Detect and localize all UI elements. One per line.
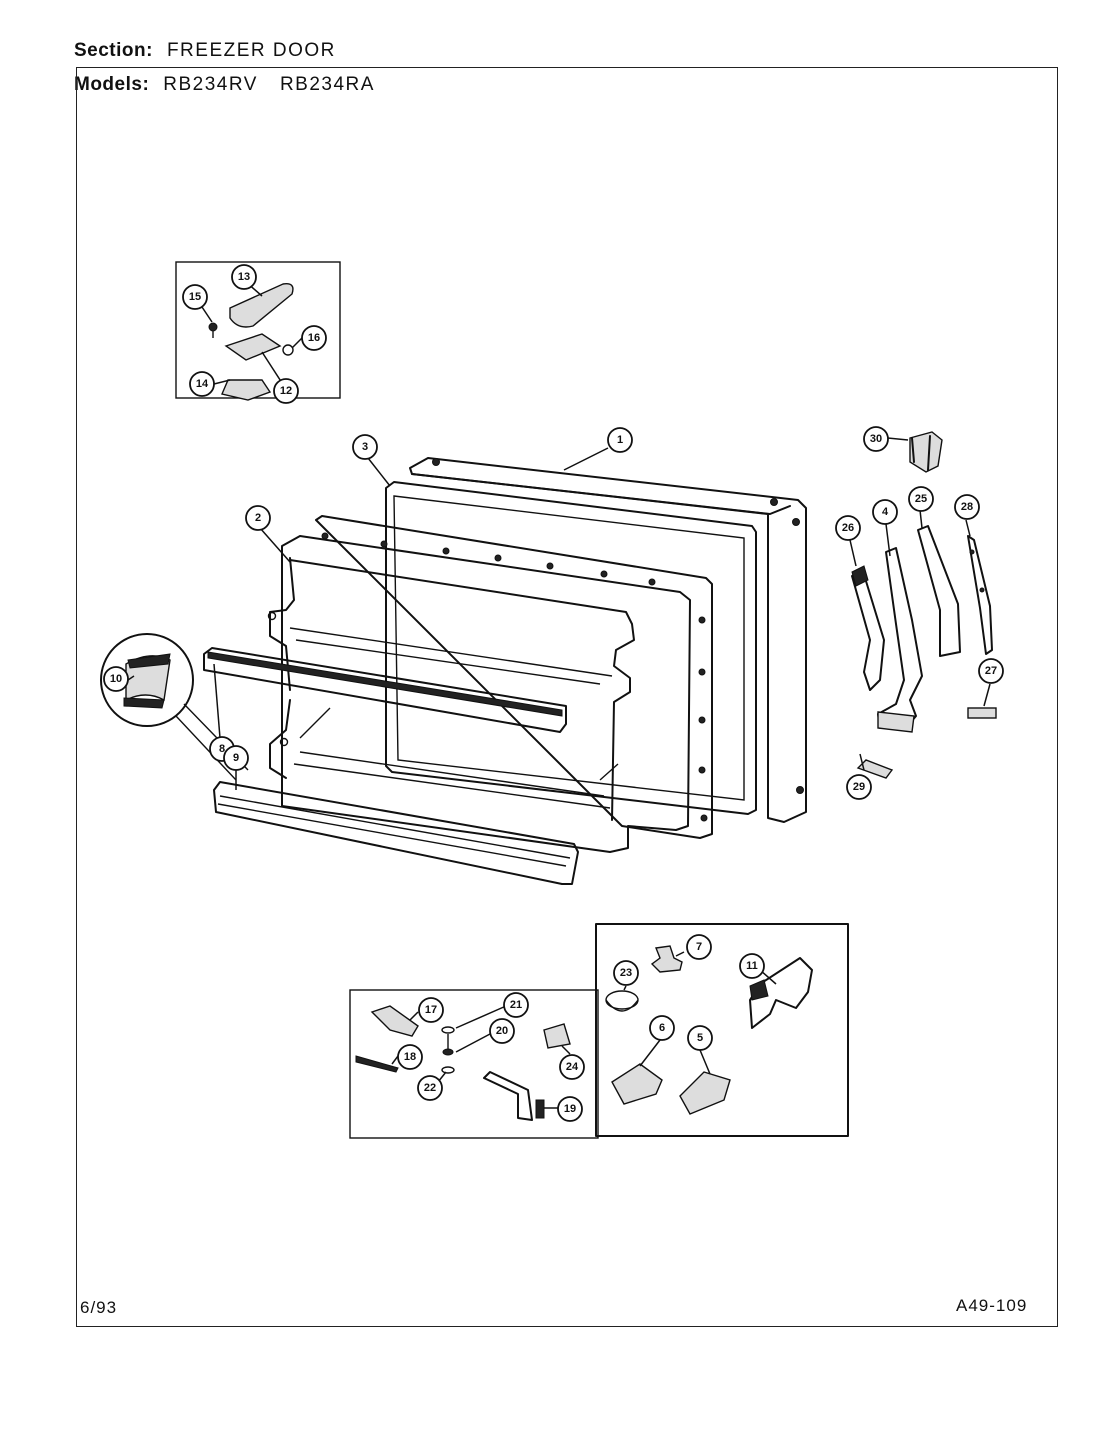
callout-6: 6 — [649, 1015, 675, 1041]
callout-27: 27 — [978, 658, 1004, 684]
hinge-parts-inset — [349, 989, 599, 1139]
lower-shelf-bar — [213, 781, 579, 885]
diagram-frame — [76, 67, 1058, 1327]
callout-11-label: 11 — [746, 960, 758, 972]
callout-16-label: 16 — [308, 332, 320, 344]
model-2: RB234RA — [279, 74, 375, 95]
models-header: Models: RB234RV RB234RA — [74, 74, 375, 96]
callout-10: 10 — [103, 666, 129, 692]
callout-21: 21 — [503, 992, 529, 1018]
callout-21-label: 21 — [510, 999, 522, 1011]
callout-17-label: 17 — [425, 1004, 437, 1016]
callout-10-label: 10 — [110, 673, 122, 685]
callout-24-label: 24 — [566, 1061, 579, 1073]
callout-9: 9 — [223, 745, 249, 771]
footer-date: 6/93 — [80, 1298, 118, 1317]
callout-7-label: 7 — [696, 941, 702, 953]
callout-29: 29 — [846, 774, 872, 800]
callout-13: 13 — [231, 264, 257, 290]
callout-1-label: 1 — [617, 434, 623, 446]
footer-code: A49-109 — [956, 1296, 1028, 1315]
callout-3: 3 — [352, 434, 378, 460]
callout-13-label: 13 — [238, 271, 250, 283]
callout-23-label: 23 — [620, 967, 632, 979]
leader-lines — [127, 281, 991, 1109]
door-gasket — [385, 481, 757, 815]
callout-9-label: 9 — [233, 752, 239, 764]
section-value: FREEZER DOOR — [166, 40, 336, 61]
callout-17: 17 — [418, 997, 444, 1023]
door-liner — [267, 515, 713, 853]
callout-12-label: 12 — [280, 385, 292, 397]
callout-15-label: 15 — [189, 291, 201, 303]
callout-25-label: 25 — [915, 493, 927, 505]
callout-18: 18 — [397, 1044, 423, 1070]
callout-12: 12 — [273, 378, 299, 404]
callout-3-label: 3 — [362, 441, 368, 453]
callout-4-label: 4 — [882, 506, 889, 518]
callout-19-label: 19 — [564, 1103, 576, 1115]
callout-5: 5 — [687, 1025, 713, 1051]
callout-26-label: 26 — [842, 522, 854, 534]
callout-28: 28 — [954, 494, 980, 520]
door-outer-panel — [409, 457, 807, 823]
callout-14: 14 — [189, 371, 215, 397]
callout-4: 4 — [872, 499, 898, 525]
callout-28-label: 28 — [961, 501, 973, 513]
callout-16: 16 — [301, 325, 327, 351]
callout-11: 11 — [739, 953, 765, 979]
models-label: Models: — [74, 74, 150, 95]
callout-7: 7 — [686, 934, 712, 960]
callout-1: 1 — [607, 427, 633, 453]
callout-20: 20 — [489, 1018, 515, 1044]
callout-24: 24 — [559, 1054, 585, 1080]
callout-29-label: 29 — [853, 781, 865, 793]
shelf-retainer-bar — [203, 647, 567, 733]
hinge-inset — [175, 261, 341, 401]
callout-22-label: 22 — [424, 1082, 436, 1094]
callout-20-label: 20 — [496, 1025, 508, 1037]
callout-15: 15 — [182, 284, 208, 310]
model-1: RB234RV — [163, 74, 258, 95]
trim-parts-inset — [595, 923, 849, 1137]
section-label: Section: — [74, 40, 153, 61]
callout-23: 23 — [613, 960, 639, 986]
callout-19: 19 — [557, 1096, 583, 1122]
callout-8-label: 8 — [219, 743, 225, 755]
callout-26: 26 — [835, 515, 861, 541]
callout-22: 22 — [417, 1075, 443, 1101]
callout-25: 25 — [908, 486, 934, 512]
callout-14-label: 14 — [196, 378, 209, 390]
callout-18-label: 18 — [404, 1051, 416, 1063]
callout-5-label: 5 — [697, 1032, 703, 1044]
callout-27-label: 27 — [985, 665, 997, 677]
callout-30: 30 — [863, 426, 889, 452]
callout-2: 2 — [245, 505, 271, 531]
section-header: Section: FREEZER DOOR — [74, 40, 336, 62]
end-cap-detail — [100, 633, 249, 781]
callout-2-label: 2 — [255, 512, 261, 524]
callout-6-label: 6 — [659, 1022, 665, 1034]
handle-parts — [851, 431, 997, 779]
callout-30-label: 30 — [870, 433, 882, 445]
